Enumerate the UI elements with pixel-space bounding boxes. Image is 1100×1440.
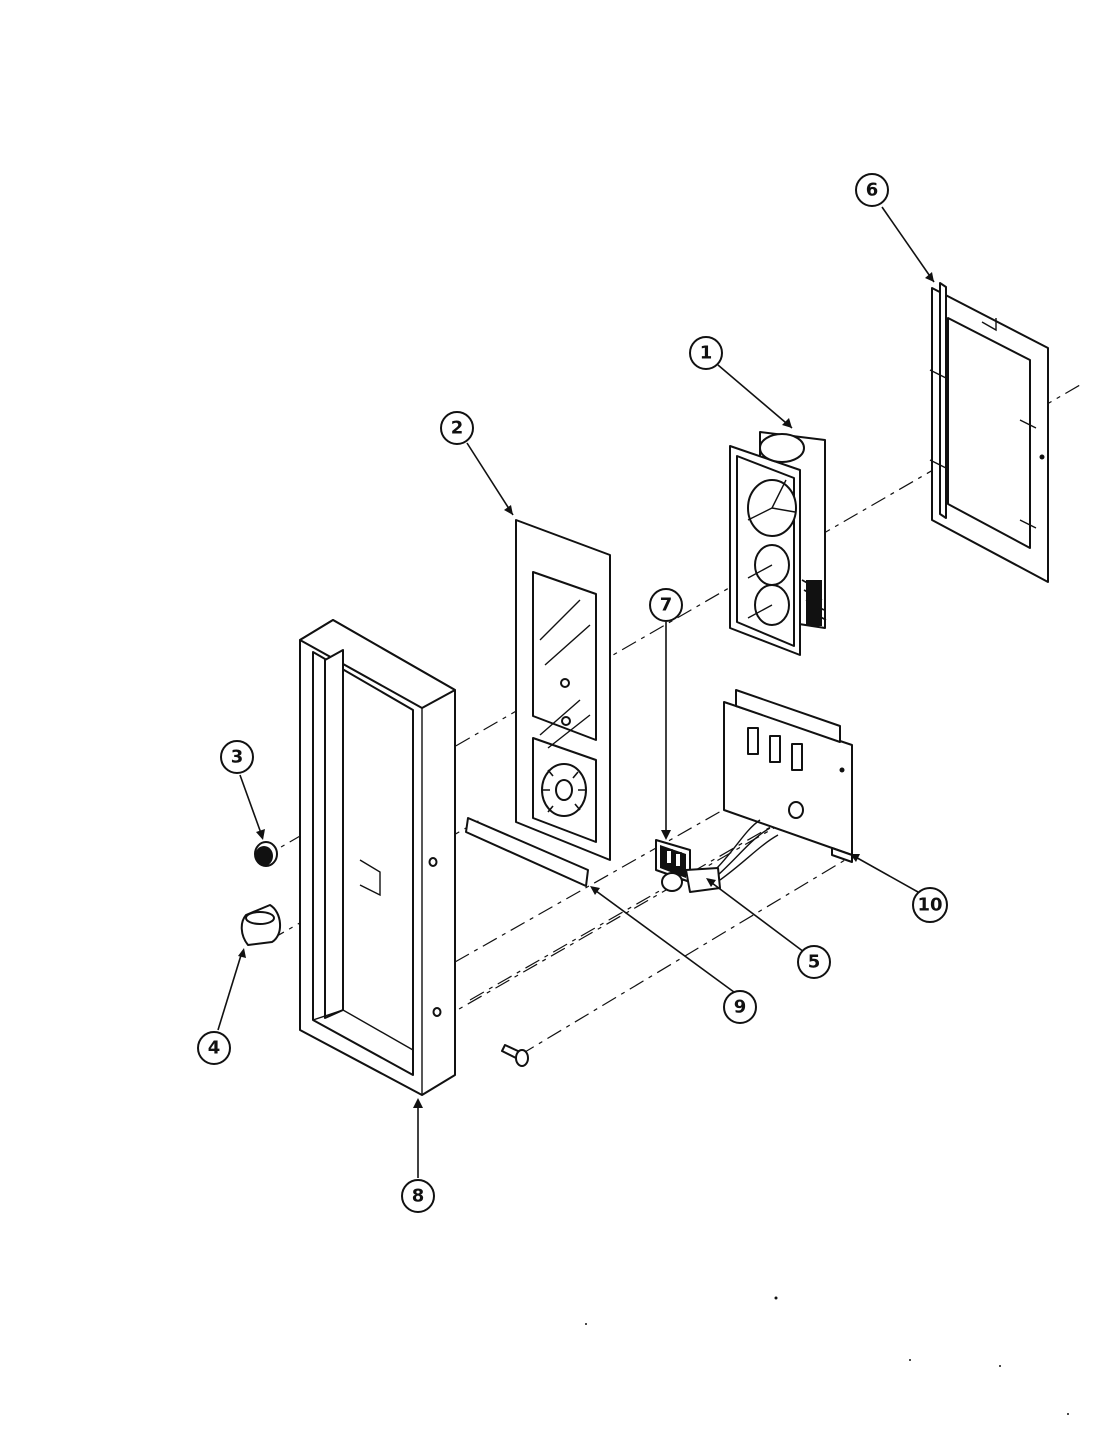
- callout-6-label: 6: [866, 180, 879, 201]
- switch-bracket: [723, 689, 853, 863]
- callout-2: 2: [440, 411, 474, 445]
- callout-4: 4: [197, 1031, 231, 1065]
- callout-8-label: 8: [412, 1186, 425, 1207]
- control-panel-frame: [299, 619, 456, 1096]
- callout-8: 8: [401, 1179, 435, 1213]
- callout-5: 5: [797, 945, 831, 979]
- callout-6: 6: [855, 173, 889, 207]
- knob-cap: [240, 904, 281, 946]
- callout-10-label: 10: [917, 895, 942, 916]
- callout-7: 7: [649, 588, 683, 622]
- callout-10: 10: [912, 887, 948, 923]
- control-panel-overlay: [515, 519, 611, 861]
- mounting-bracket: [929, 282, 1049, 583]
- callout-7-label: 7: [660, 595, 673, 616]
- callout-1: 1: [689, 336, 723, 370]
- callout-3: 3: [220, 740, 254, 774]
- trim-strip: [465, 817, 589, 887]
- timer-control-module: [729, 431, 827, 656]
- callout-1-label: 1: [700, 343, 713, 364]
- callout-3-label: 3: [231, 747, 244, 768]
- rocker-switch: [655, 839, 691, 883]
- scan-specks: [585, 1296, 1069, 1415]
- callout-4-label: 4: [208, 1038, 221, 1059]
- knob: [254, 841, 278, 867]
- callout-5-label: 5: [808, 952, 821, 973]
- callout-9-label: 9: [734, 997, 747, 1018]
- callout-2-label: 2: [451, 418, 464, 439]
- screw: [501, 1044, 529, 1067]
- callout-9: 9: [723, 990, 757, 1024]
- leader-lines: [217, 206, 935, 1178]
